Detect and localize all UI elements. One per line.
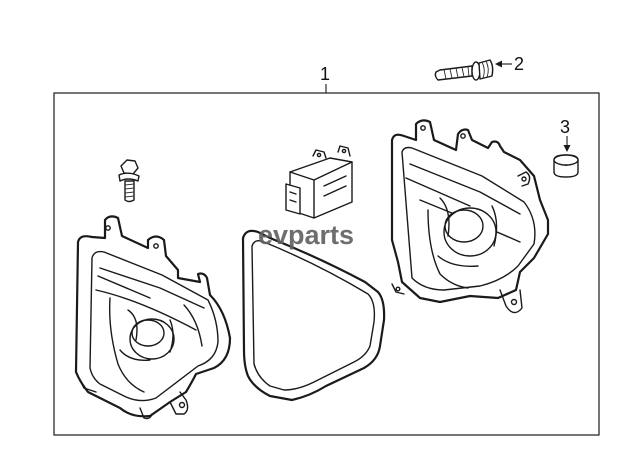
left-housing [74, 215, 232, 420]
cap-part-3 [553, 154, 579, 178]
callout-2-label: 2 [514, 54, 524, 74]
callout-1: 1 [320, 64, 330, 93]
callout-3: 3 [560, 117, 571, 152]
callout-3-label: 3 [560, 117, 570, 137]
bolt-part-2 [434, 59, 494, 81]
callout-2: 2 [495, 54, 524, 74]
right-housing [390, 119, 550, 314]
center-cover [241, 229, 386, 402]
callout-1-label: 1 [320, 64, 330, 84]
watermark-text: evparts [258, 220, 354, 250]
bolt-small-left [118, 159, 140, 203]
control-module [285, 145, 353, 219]
